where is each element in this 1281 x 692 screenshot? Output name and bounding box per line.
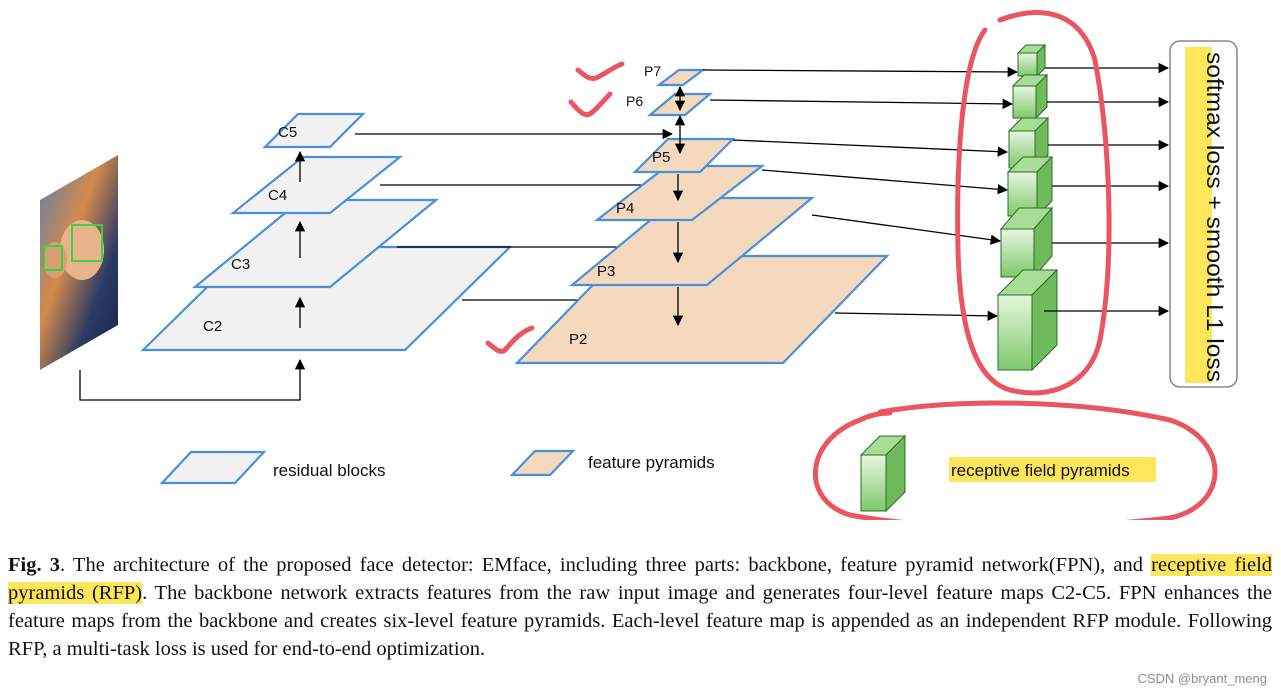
rfp-cube-1: [1016, 43, 1047, 78]
plane-c5: [262, 112, 366, 149]
label-c2: C2: [203, 318, 222, 335]
backbone-stack: C2 C3 C4 C5: [140, 112, 513, 352]
rfp-cube-5: [999, 206, 1054, 279]
loss-label: softmax loss + smooth L1 loss: [1202, 52, 1228, 382]
label-p6: P6: [626, 93, 643, 109]
annotation-circle-rfp: [955, 10, 1112, 396]
figure-caption: Fig. 3. The architecture of the proposed…: [8, 551, 1273, 663]
plane-p7: [655, 68, 707, 87]
legend-feature-label: feature pyramids: [588, 453, 715, 472]
label-p5: P5: [652, 149, 670, 166]
legend-feature-swatch: [509, 449, 576, 477]
rfp-cube-6: [996, 268, 1059, 372]
legend-rfp-cube: [859, 434, 907, 513]
annotation-check-p7: [575, 61, 625, 81]
rfp-cubes: [996, 43, 1059, 372]
architecture-figure: C2 C3 C4 C5 P2 P3 P4 P5 P6 P7: [40, 10, 1238, 520]
caption-fig-label: Fig. 3: [8, 554, 61, 576]
label-c4: C4: [268, 187, 287, 204]
loss-box: softmax loss + smooth L1 loss: [1169, 40, 1238, 388]
label-c5: C5: [278, 124, 297, 141]
annotation-check-p2: [485, 325, 535, 354]
plane-c3: [191, 198, 440, 289]
label-p7: P7: [644, 63, 661, 79]
red-annotations: [485, 10, 1218, 520]
label-p3: P3: [597, 263, 615, 280]
annotation-circle-legend: [813, 400, 1218, 520]
legend-residual-swatch: [159, 450, 267, 485]
legend-rfp-label: receptive field pyramids: [951, 461, 1130, 480]
plane-c4: [229, 155, 404, 215]
feature-pyramid-stack: P2 P3 P4 P5 P6 P7: [514, 63, 890, 365]
input-connector: [79, 358, 306, 401]
label-p4: P4: [616, 200, 634, 217]
watermark: CSDN @bryant_meng: [1137, 671, 1267, 686]
input-face-image: [40, 155, 118, 370]
caption-text-2: . The backbone network extracts features…: [8, 582, 1272, 660]
legend: residual blocks feature pyramids recepti…: [159, 434, 1156, 513]
legend-residual-label: residual blocks: [273, 461, 385, 480]
annotation-check-p6: [568, 91, 613, 118]
plane-p3: [568, 196, 816, 287]
rfp-cube-2: [1011, 73, 1049, 120]
label-c3: C3: [231, 256, 250, 273]
rfp-cube-4: [1006, 155, 1054, 218]
label-p2: P2: [569, 331, 587, 348]
caption-text-1: . The architecture of the proposed face …: [60, 554, 1152, 576]
plane-p5: [632, 137, 736, 174]
